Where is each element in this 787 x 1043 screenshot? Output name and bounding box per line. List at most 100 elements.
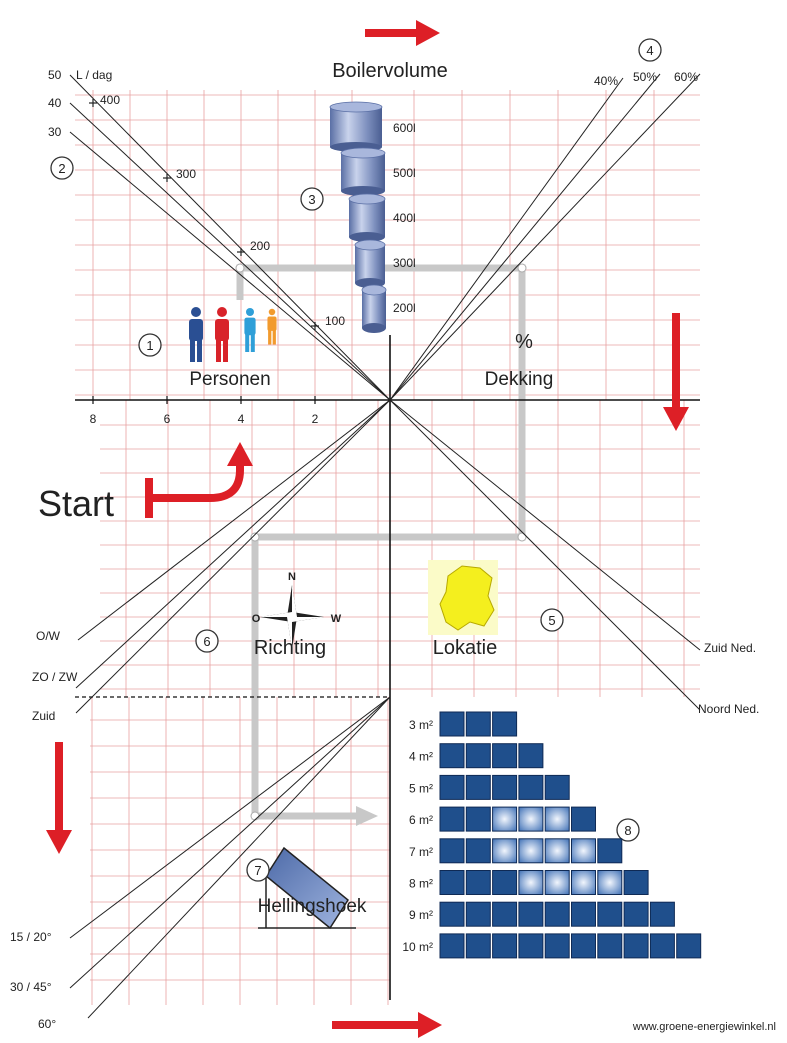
panel-square	[440, 712, 464, 736]
boiler-cylinder-icon	[362, 290, 386, 328]
step-number-1: 1	[139, 334, 161, 356]
panel-square	[519, 902, 543, 926]
panel-square	[440, 934, 464, 958]
collector-area-panels: 3 m²4 m²5 m²6 m²7 m²8 m²9 m²10 m²	[402, 712, 700, 958]
hellingshoek-line	[70, 697, 390, 988]
boiler-cylinder-icon	[330, 107, 382, 147]
panel-square	[519, 871, 543, 895]
netherlands-map-icon	[440, 566, 494, 630]
top-red-arrow	[416, 20, 440, 46]
panel-row-label: 4 m²	[409, 750, 433, 764]
left-red-arrow	[55, 742, 63, 832]
usage-unit-label: L / dag	[76, 68, 112, 82]
panel-square	[493, 744, 517, 768]
richting-line-label: Zuid	[32, 709, 55, 723]
boilervolume-title: Boilervolume	[332, 60, 448, 82]
panel-square	[650, 934, 674, 958]
panel-square	[572, 934, 596, 958]
reading-path-arrowhead	[356, 806, 378, 826]
svg-text:6: 6	[203, 634, 210, 649]
top-red-arrow	[365, 29, 418, 37]
reading-path-node	[236, 264, 244, 272]
boiler-volume-label: 600l	[393, 121, 416, 135]
right-red-arrow	[663, 407, 689, 431]
panel-square	[545, 902, 569, 926]
start-label: Start	[38, 483, 114, 524]
panel-square	[545, 775, 569, 799]
panel-square	[466, 902, 490, 926]
usage-tick-label: 200	[250, 239, 270, 253]
svg-text:1: 1	[146, 338, 153, 353]
panel-row-label: 10 m²	[402, 940, 433, 954]
panel-square	[572, 871, 596, 895]
step-number-8: 8	[617, 819, 639, 841]
panel-square	[545, 934, 569, 958]
left-red-arrow	[46, 830, 72, 854]
dekking-line-label: 60%	[674, 70, 698, 84]
svg-text:3: 3	[308, 192, 315, 207]
boiler-volume-label: 200l	[393, 301, 416, 315]
panel-square	[677, 934, 701, 958]
panel-square	[493, 807, 517, 831]
richting-label: Richting	[254, 637, 326, 659]
svg-text:7: 7	[254, 863, 261, 878]
compass-north-label: N	[288, 571, 296, 583]
panel-square	[572, 902, 596, 926]
step-number-7: 7	[247, 859, 269, 881]
richting-line-label: ZO / ZW	[32, 670, 78, 684]
panel-square	[440, 775, 464, 799]
usage-tick-label: 300	[176, 167, 196, 181]
step-number-6: 6	[196, 630, 218, 652]
dekking-line	[390, 74, 700, 400]
compass-east-label: O	[252, 613, 261, 625]
bottom-red-arrow	[418, 1012, 442, 1038]
website-label: www.groene-energiewinkel.nl	[632, 1021, 776, 1033]
dekking-line-label: 40%	[594, 74, 618, 88]
boiler-cylinder-icon	[349, 199, 385, 237]
panel-square	[650, 902, 674, 926]
panel-square	[466, 775, 490, 799]
panel-square	[466, 871, 490, 895]
panel-square	[466, 934, 490, 958]
boiler-cylinder-icon	[349, 194, 385, 204]
panel-square	[466, 807, 490, 831]
dekking-line	[390, 78, 623, 400]
boiler-volume-label: 500l	[393, 166, 416, 180]
panel-square	[493, 712, 517, 736]
svg-text:2: 2	[58, 161, 65, 176]
panel-row-label: 7 m²	[409, 845, 433, 859]
boiler-cylinder-icon	[362, 285, 386, 295]
boiler-cylinder-icon	[355, 245, 385, 283]
panel-square	[624, 871, 648, 895]
lokatie-line	[390, 400, 700, 710]
bottom-red-arrow	[332, 1021, 420, 1029]
lokatie-line-label: Noord Ned.	[698, 702, 759, 716]
step-number-5: 5	[541, 609, 563, 631]
panel-square	[545, 871, 569, 895]
personen-tick-label: 8	[90, 412, 97, 426]
panel-square	[519, 934, 543, 958]
dekking-label: Dekking	[485, 369, 554, 390]
person-woman-icon	[215, 307, 229, 362]
hellingshoek-line-label: 60°	[38, 1017, 56, 1031]
start-arrow-head	[227, 442, 253, 466]
personen-tick-label: 6	[164, 412, 171, 426]
panel-square	[440, 839, 464, 863]
boiler-volume-label: 400l	[393, 211, 416, 225]
svg-text:4: 4	[646, 43, 653, 58]
panel-row-label: 9 m²	[409, 908, 433, 922]
richting-line	[76, 400, 390, 713]
lokatie-label: Lokatie	[433, 637, 498, 659]
axes	[75, 335, 700, 1000]
panel-square	[466, 744, 490, 768]
panel-square	[624, 934, 648, 958]
boiler-cylinder-icon	[341, 153, 385, 191]
panel-row-label: 5 m²	[409, 781, 433, 795]
usage-tick-label: 100	[325, 314, 345, 328]
panel-square	[493, 934, 517, 958]
usage-tick-label: 400	[100, 93, 120, 107]
panel-square	[572, 807, 596, 831]
boiler-cylinder-icon	[330, 102, 382, 112]
